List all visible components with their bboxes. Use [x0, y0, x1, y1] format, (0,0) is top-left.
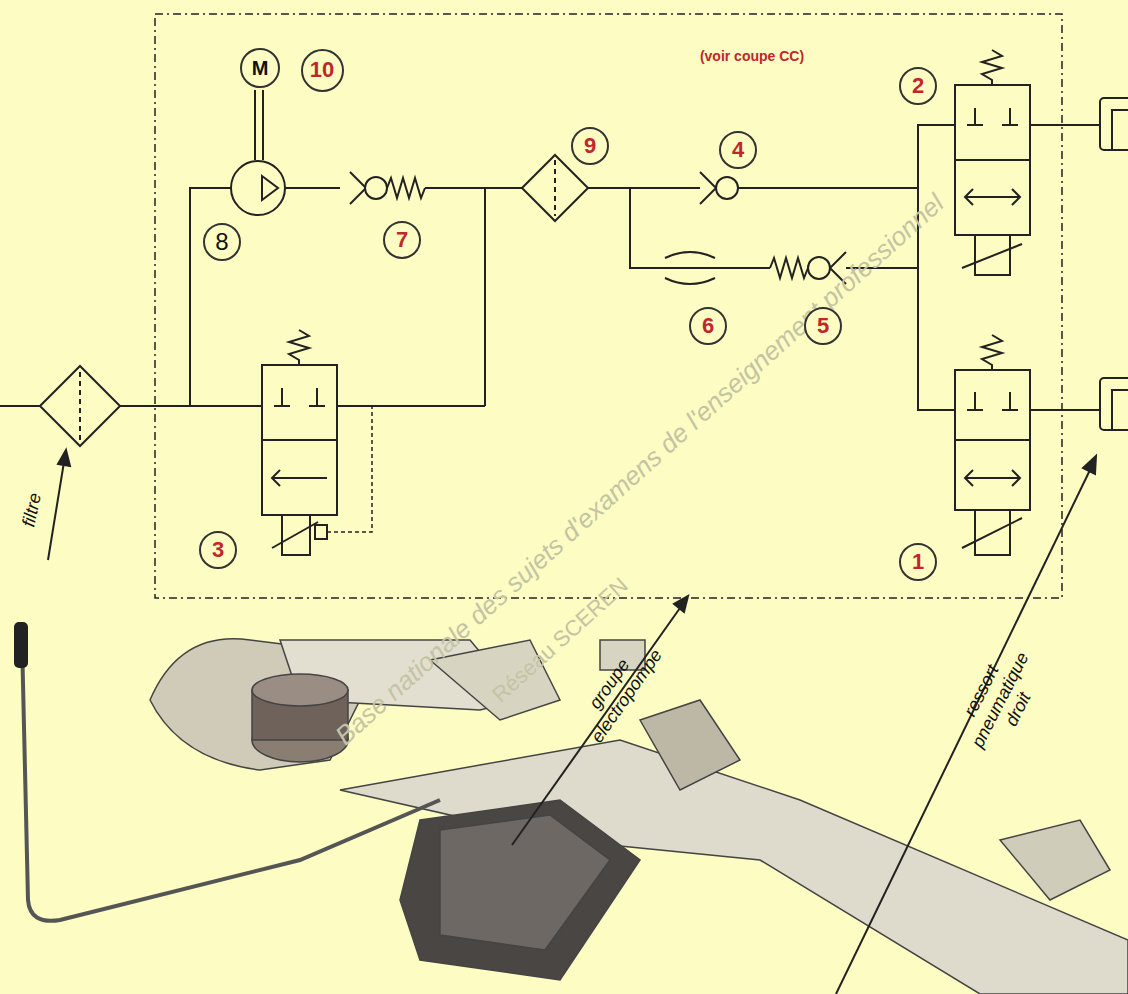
callout-text: 1: [912, 551, 924, 573]
callout-text: 9: [584, 135, 596, 157]
callout-text: 8: [215, 230, 228, 254]
callout-number: 3: [199, 531, 237, 569]
callout-number: 7: [383, 221, 421, 259]
callout-text: 7: [396, 229, 408, 251]
callout-text: 10: [310, 59, 334, 81]
callout-text: 6: [702, 315, 714, 337]
callout-text: 2: [912, 75, 924, 97]
callout-number: 10: [301, 49, 344, 92]
callout-number: 1: [899, 543, 937, 581]
callout-text: 5: [817, 315, 829, 337]
note-label: (voir coupe CC): [700, 48, 804, 64]
callout-number: 9: [571, 127, 609, 165]
callout-number: 4: [719, 131, 757, 169]
callout-number: 6: [689, 307, 727, 345]
callout-text: 3: [212, 539, 224, 561]
part-label: filtre: [18, 491, 45, 529]
part-label: ressort pneumatique droit: [943, 628, 1057, 772]
motor-letter: M: [252, 58, 269, 78]
callout-text: 4: [732, 139, 744, 161]
callout-number: 2: [899, 67, 937, 105]
motor-symbol: M: [240, 48, 280, 88]
callout-number: 8: [203, 223, 241, 261]
callout-number: 5: [804, 307, 842, 345]
